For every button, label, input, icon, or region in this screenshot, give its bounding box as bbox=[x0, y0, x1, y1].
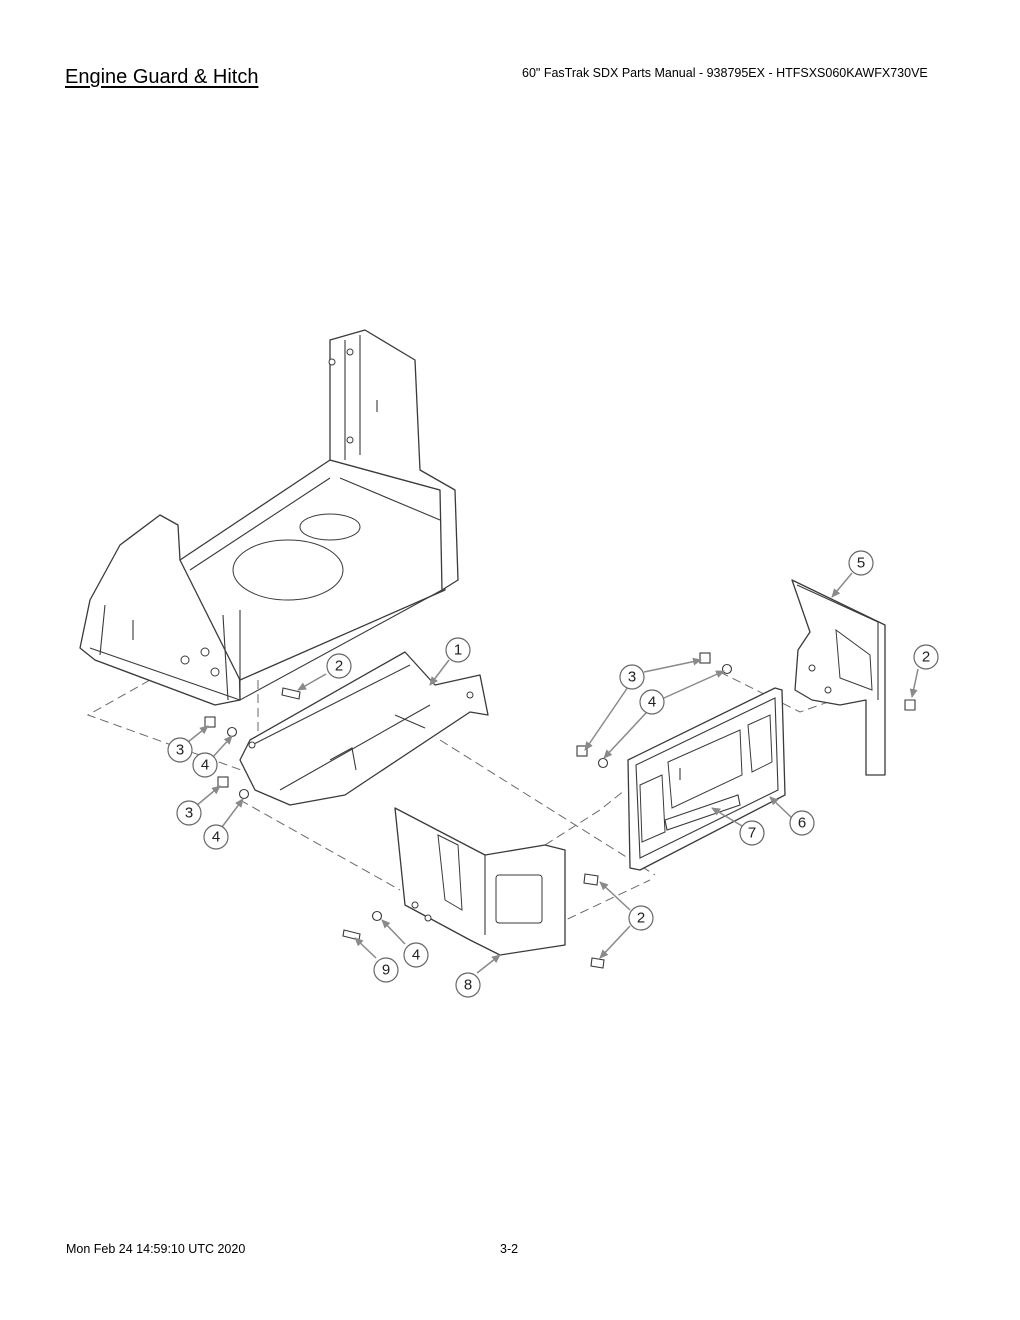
callout-balloons: 1 2 3 4 3 4 3 4 5 2 6 7 2 4 9 8 bbox=[167, 550, 939, 998]
svg-text:4: 4 bbox=[201, 757, 209, 774]
callout-1: 1 bbox=[445, 637, 471, 663]
svg-text:8: 8 bbox=[464, 977, 472, 994]
assembly-lines bbox=[86, 671, 863, 926]
callout-3: 3 bbox=[176, 800, 202, 826]
callout-2: 2 bbox=[326, 653, 352, 679]
callout-3: 3 bbox=[167, 737, 193, 763]
svg-text:4: 4 bbox=[648, 694, 656, 711]
svg-text:2: 2 bbox=[637, 910, 645, 927]
svg-text:9: 9 bbox=[382, 962, 390, 979]
leader-arrows bbox=[187, 572, 919, 974]
manual-header: 60" FasTrak SDX Parts Manual - 938795EX … bbox=[522, 66, 928, 80]
hitch-plate bbox=[239, 651, 489, 806]
callout-6: 6 bbox=[789, 810, 815, 836]
svg-text:6: 6 bbox=[798, 815, 806, 832]
callout-2: 2 bbox=[628, 905, 654, 931]
svg-text:3: 3 bbox=[185, 805, 193, 822]
callout-2: 2 bbox=[913, 644, 939, 670]
callout-4: 4 bbox=[403, 942, 429, 968]
svg-text:1: 1 bbox=[454, 642, 462, 659]
rear-guard-panel bbox=[627, 687, 786, 871]
footer-page-number: 3-2 bbox=[500, 1242, 519, 1256]
callout-4: 4 bbox=[192, 752, 218, 778]
svg-text:3: 3 bbox=[176, 742, 184, 759]
callout-5: 5 bbox=[848, 550, 874, 576]
svg-text:2: 2 bbox=[335, 658, 343, 675]
callout-8: 8 bbox=[455, 972, 481, 998]
svg-text:5: 5 bbox=[857, 555, 865, 572]
svg-text:4: 4 bbox=[212, 829, 220, 846]
callout-3: 3 bbox=[619, 664, 645, 690]
engine-frame bbox=[79, 329, 459, 706]
page-title: Engine Guard & Hitch bbox=[65, 66, 259, 88]
svg-text:7: 7 bbox=[748, 825, 756, 842]
callout-4: 4 bbox=[639, 689, 665, 715]
footer-timestamp: Mon Feb 24 14:59:10 UTC 2020 bbox=[66, 1242, 246, 1256]
svg-text:2: 2 bbox=[922, 649, 930, 666]
callout-9: 9 bbox=[373, 957, 399, 983]
callout-4: 4 bbox=[203, 824, 229, 850]
svg-text:3: 3 bbox=[628, 669, 636, 686]
svg-text:4: 4 bbox=[412, 947, 420, 964]
lower-guard-plate bbox=[394, 807, 566, 956]
callout-7: 7 bbox=[739, 820, 765, 846]
side-bracket bbox=[791, 579, 886, 776]
